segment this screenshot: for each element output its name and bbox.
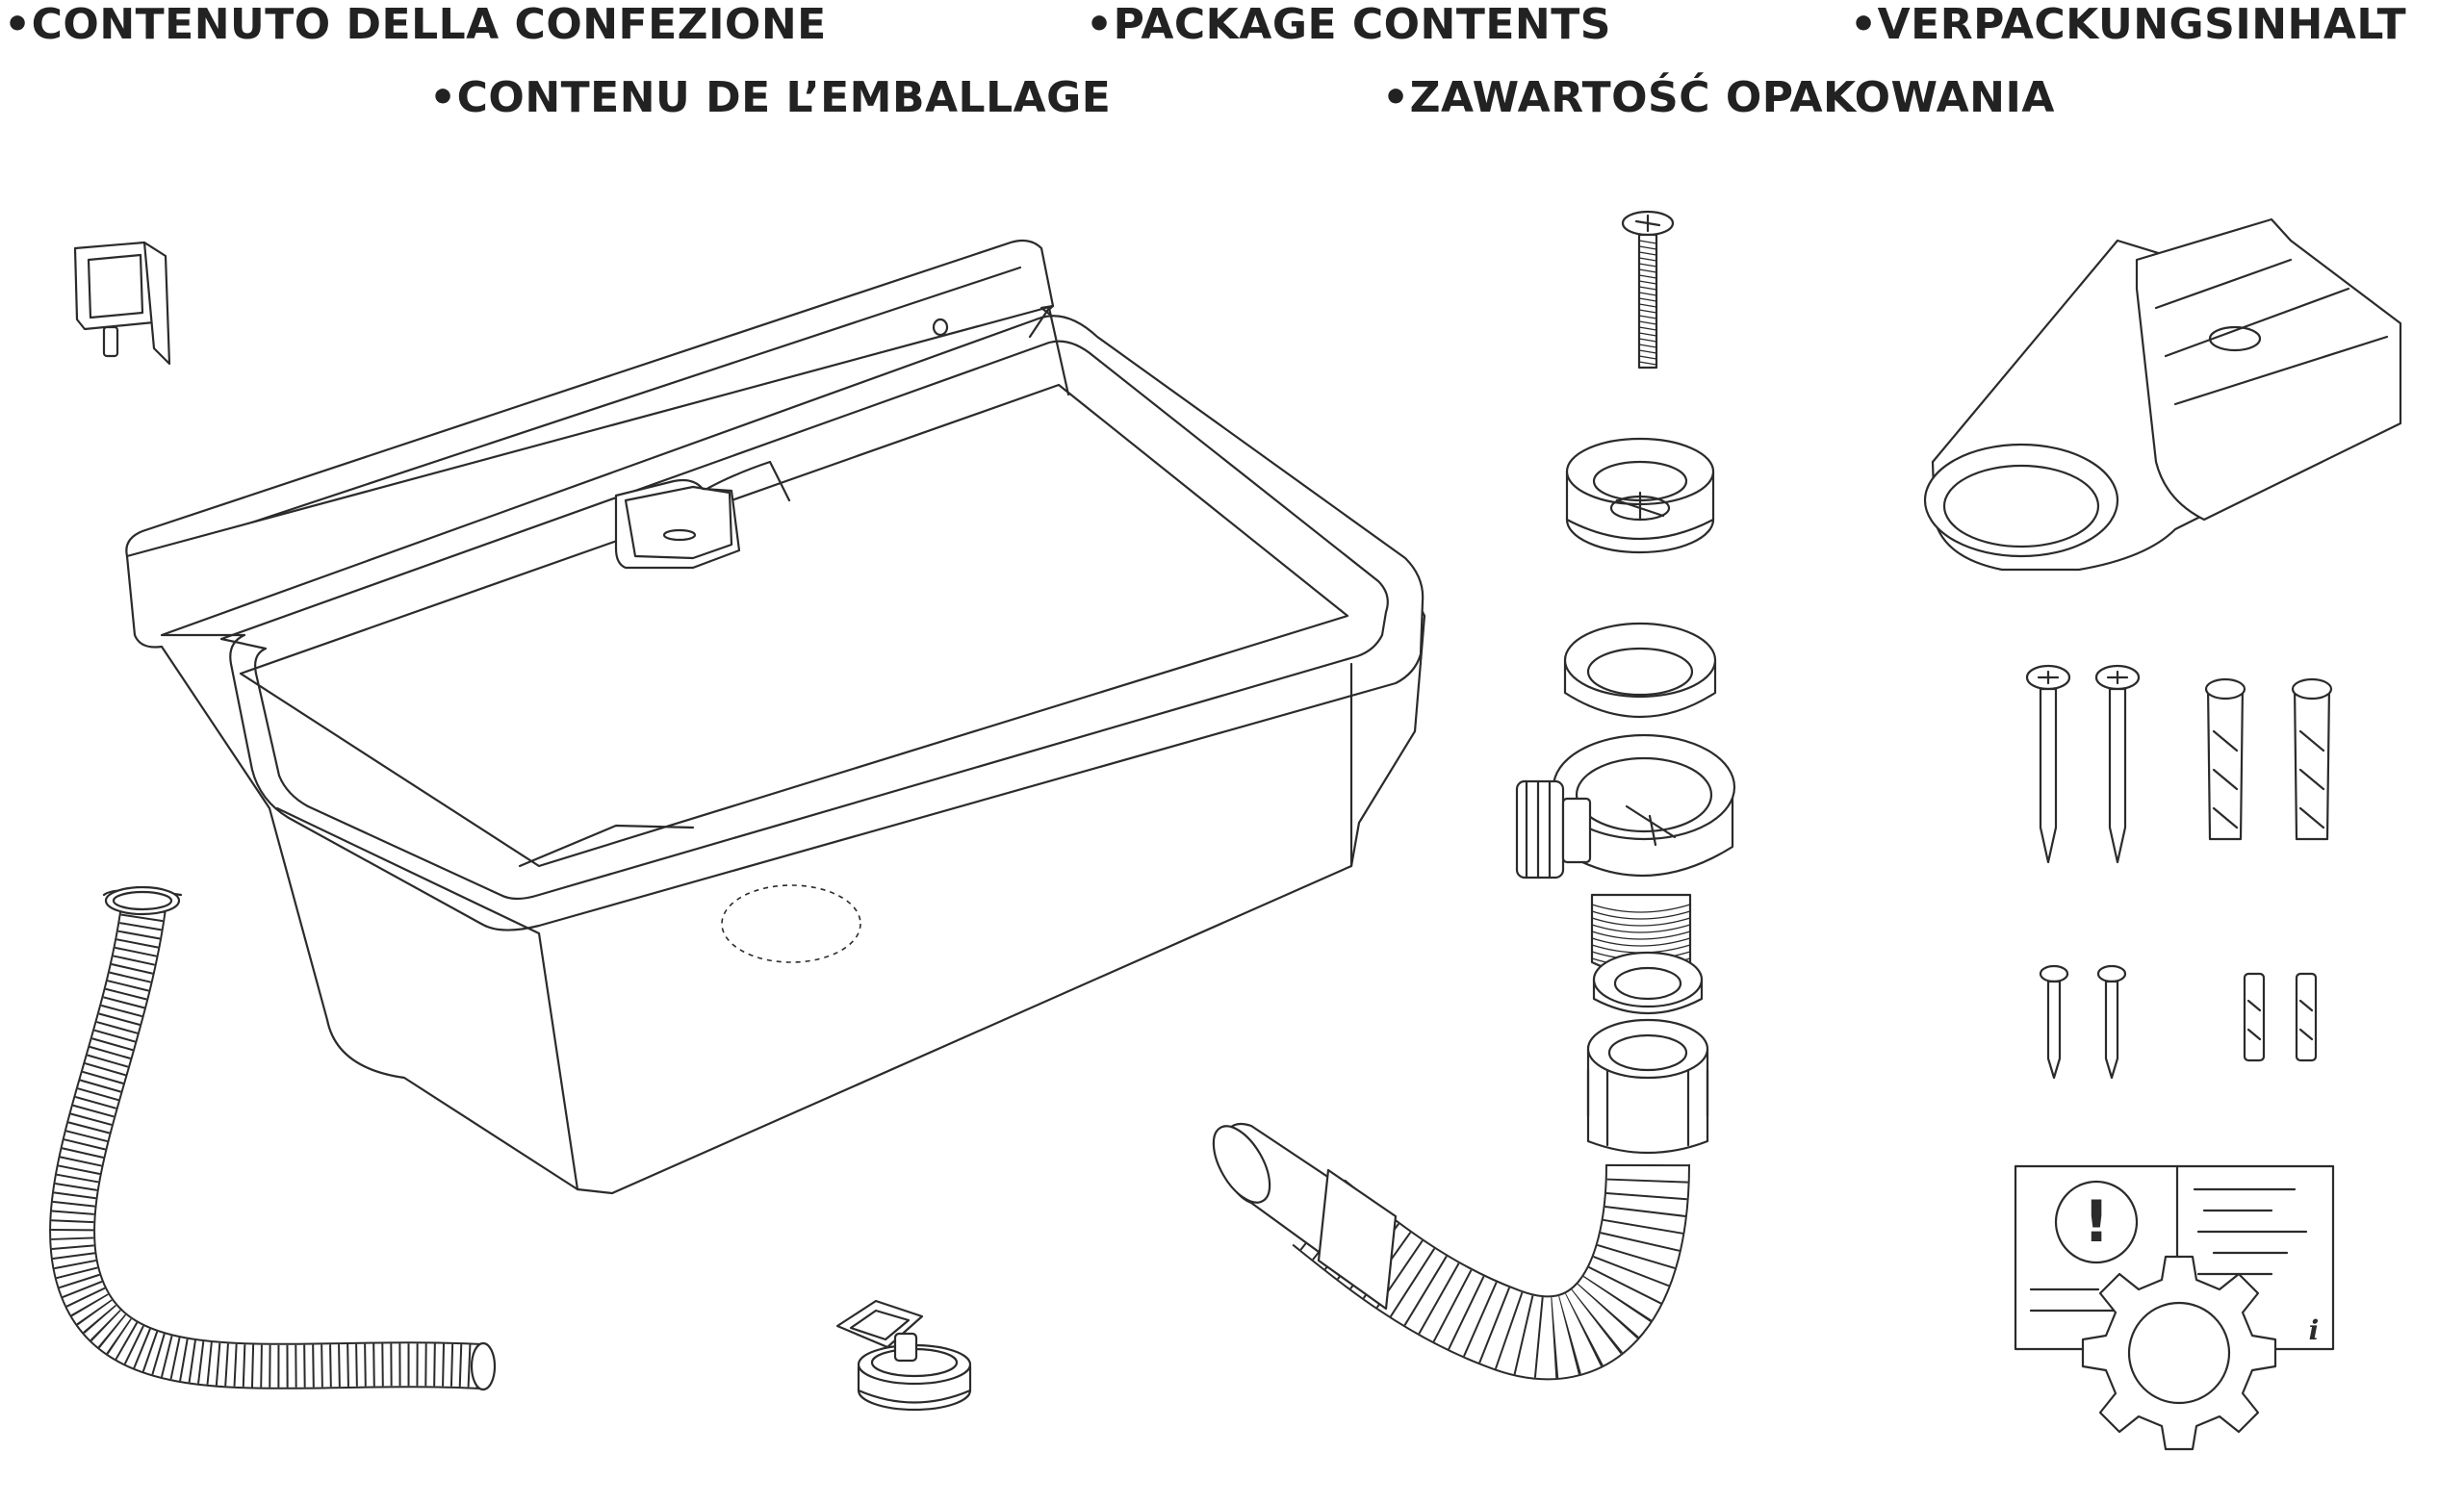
wall-plugs-small	[2243, 972, 2318, 1062]
heading-english: •PACKAGE CONTENTS	[1086, 0, 1611, 49]
drain-strainer	[1565, 437, 1715, 554]
siphon-trap	[1212, 1018, 1709, 1381]
gasket-ring-large	[1563, 622, 1717, 719]
flexible-hose	[49, 885, 497, 1391]
wood-screws-large	[2025, 664, 2141, 864]
heading-italian: •CONTENUTO DELLA CONFEZIONE	[4, 0, 827, 49]
washer-ring-small	[1592, 951, 1704, 1015]
warning-mark: !	[2083, 1188, 2109, 1256]
info-icon: i	[2309, 1314, 2320, 1346]
heading-polish: •ZAWARTOŚĆ OPAKOWANIA	[1382, 73, 2055, 122]
screws-small	[2039, 964, 2127, 1080]
heading-french: •CONTENU DE L’EMBALLAGE	[429, 73, 1112, 122]
long-screw	[1621, 210, 1675, 370]
drain-valve-body	[1515, 733, 1736, 976]
sink-plug	[835, 1299, 972, 1412]
overflow-slot	[614, 478, 741, 570]
wall-support-bracket	[1923, 217, 2402, 572]
wall-plugs-large	[2204, 677, 2333, 841]
wall-bracket-small	[73, 241, 171, 366]
instruction-manual: ! i	[2014, 1164, 2335, 1451]
drain-hole-outline	[721, 884, 861, 963]
heading-german: •VERPACKUNGSINHALT	[1850, 0, 2407, 49]
washtub-basin	[125, 239, 1426, 1195]
warning-icon	[2054, 1180, 2139, 1264]
